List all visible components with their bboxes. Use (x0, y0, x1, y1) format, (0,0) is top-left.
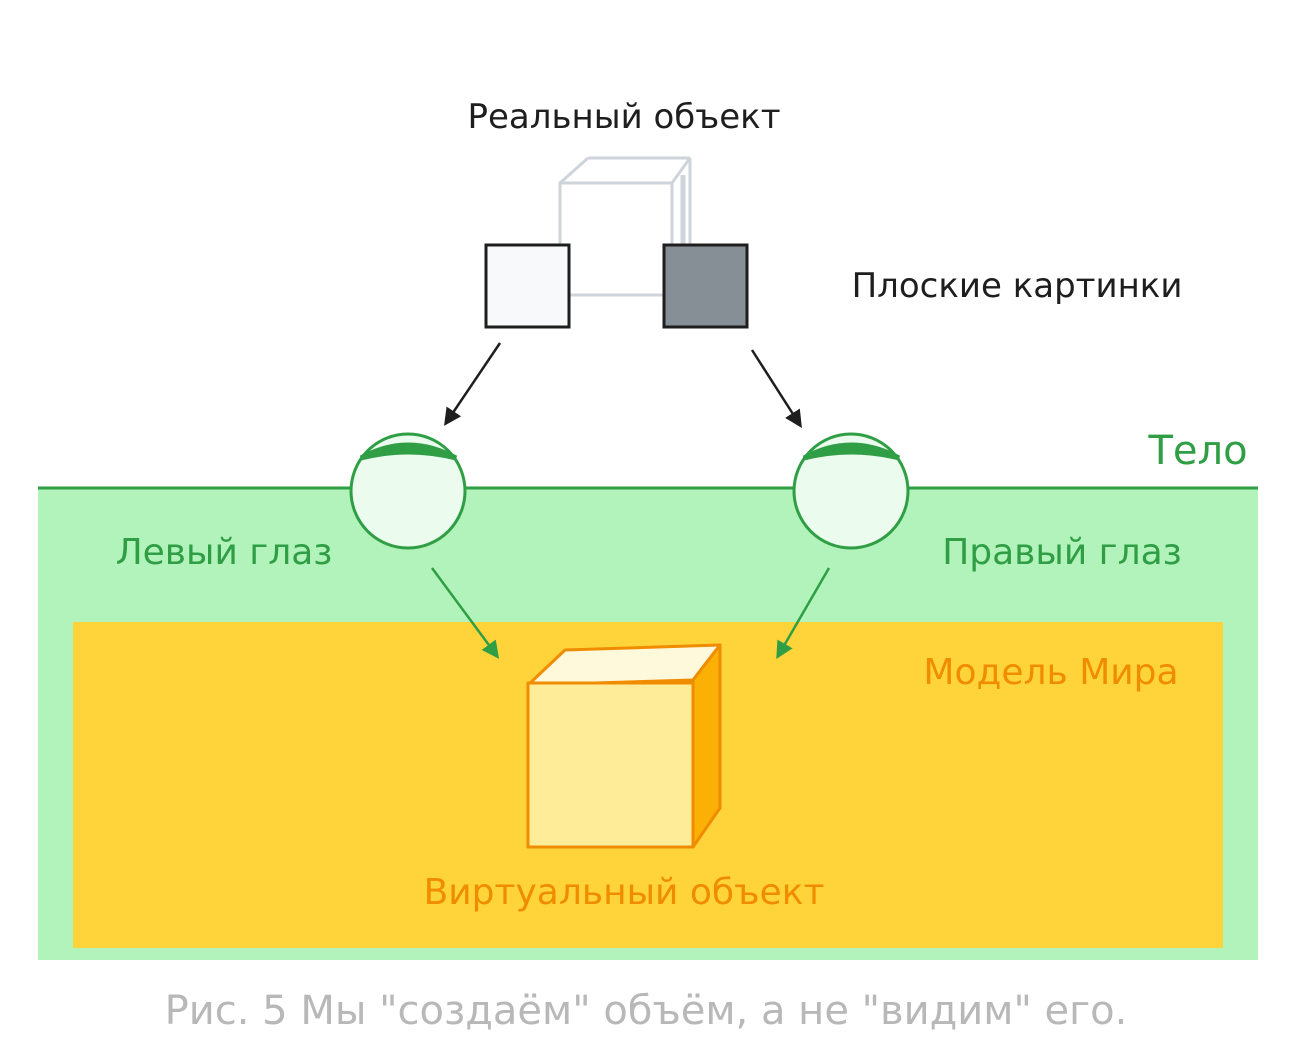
virtual-object-label: Виртуальный объект (424, 872, 825, 913)
arrow-left-eye-to-model (430, 567, 500, 659)
arrow-right-eye-to-model (776, 567, 831, 660)
left-eye-icon (349, 432, 467, 550)
body-label: Тело (1147, 428, 1247, 474)
right-eye-label: Правый глаз (942, 532, 1182, 573)
right-eye-icon (792, 432, 910, 550)
arrow-left-picture-to-eye (444, 342, 502, 426)
arrow-right-picture-to-eye (750, 349, 802, 428)
right-flat-picture (662, 243, 749, 329)
left-eye-label: Левый глаз (116, 532, 333, 573)
real-object-label: Реальный объект (467, 97, 780, 137)
world-model-label: Модель Мира (923, 652, 1178, 693)
flat-pictures-label: Плоские картинки (852, 266, 1183, 306)
solid-cube-icon (526, 643, 722, 849)
left-flat-picture (484, 243, 571, 329)
figure-caption: Рис. 5 Мы "создаём" объём, а не "видим" … (165, 988, 1128, 1034)
